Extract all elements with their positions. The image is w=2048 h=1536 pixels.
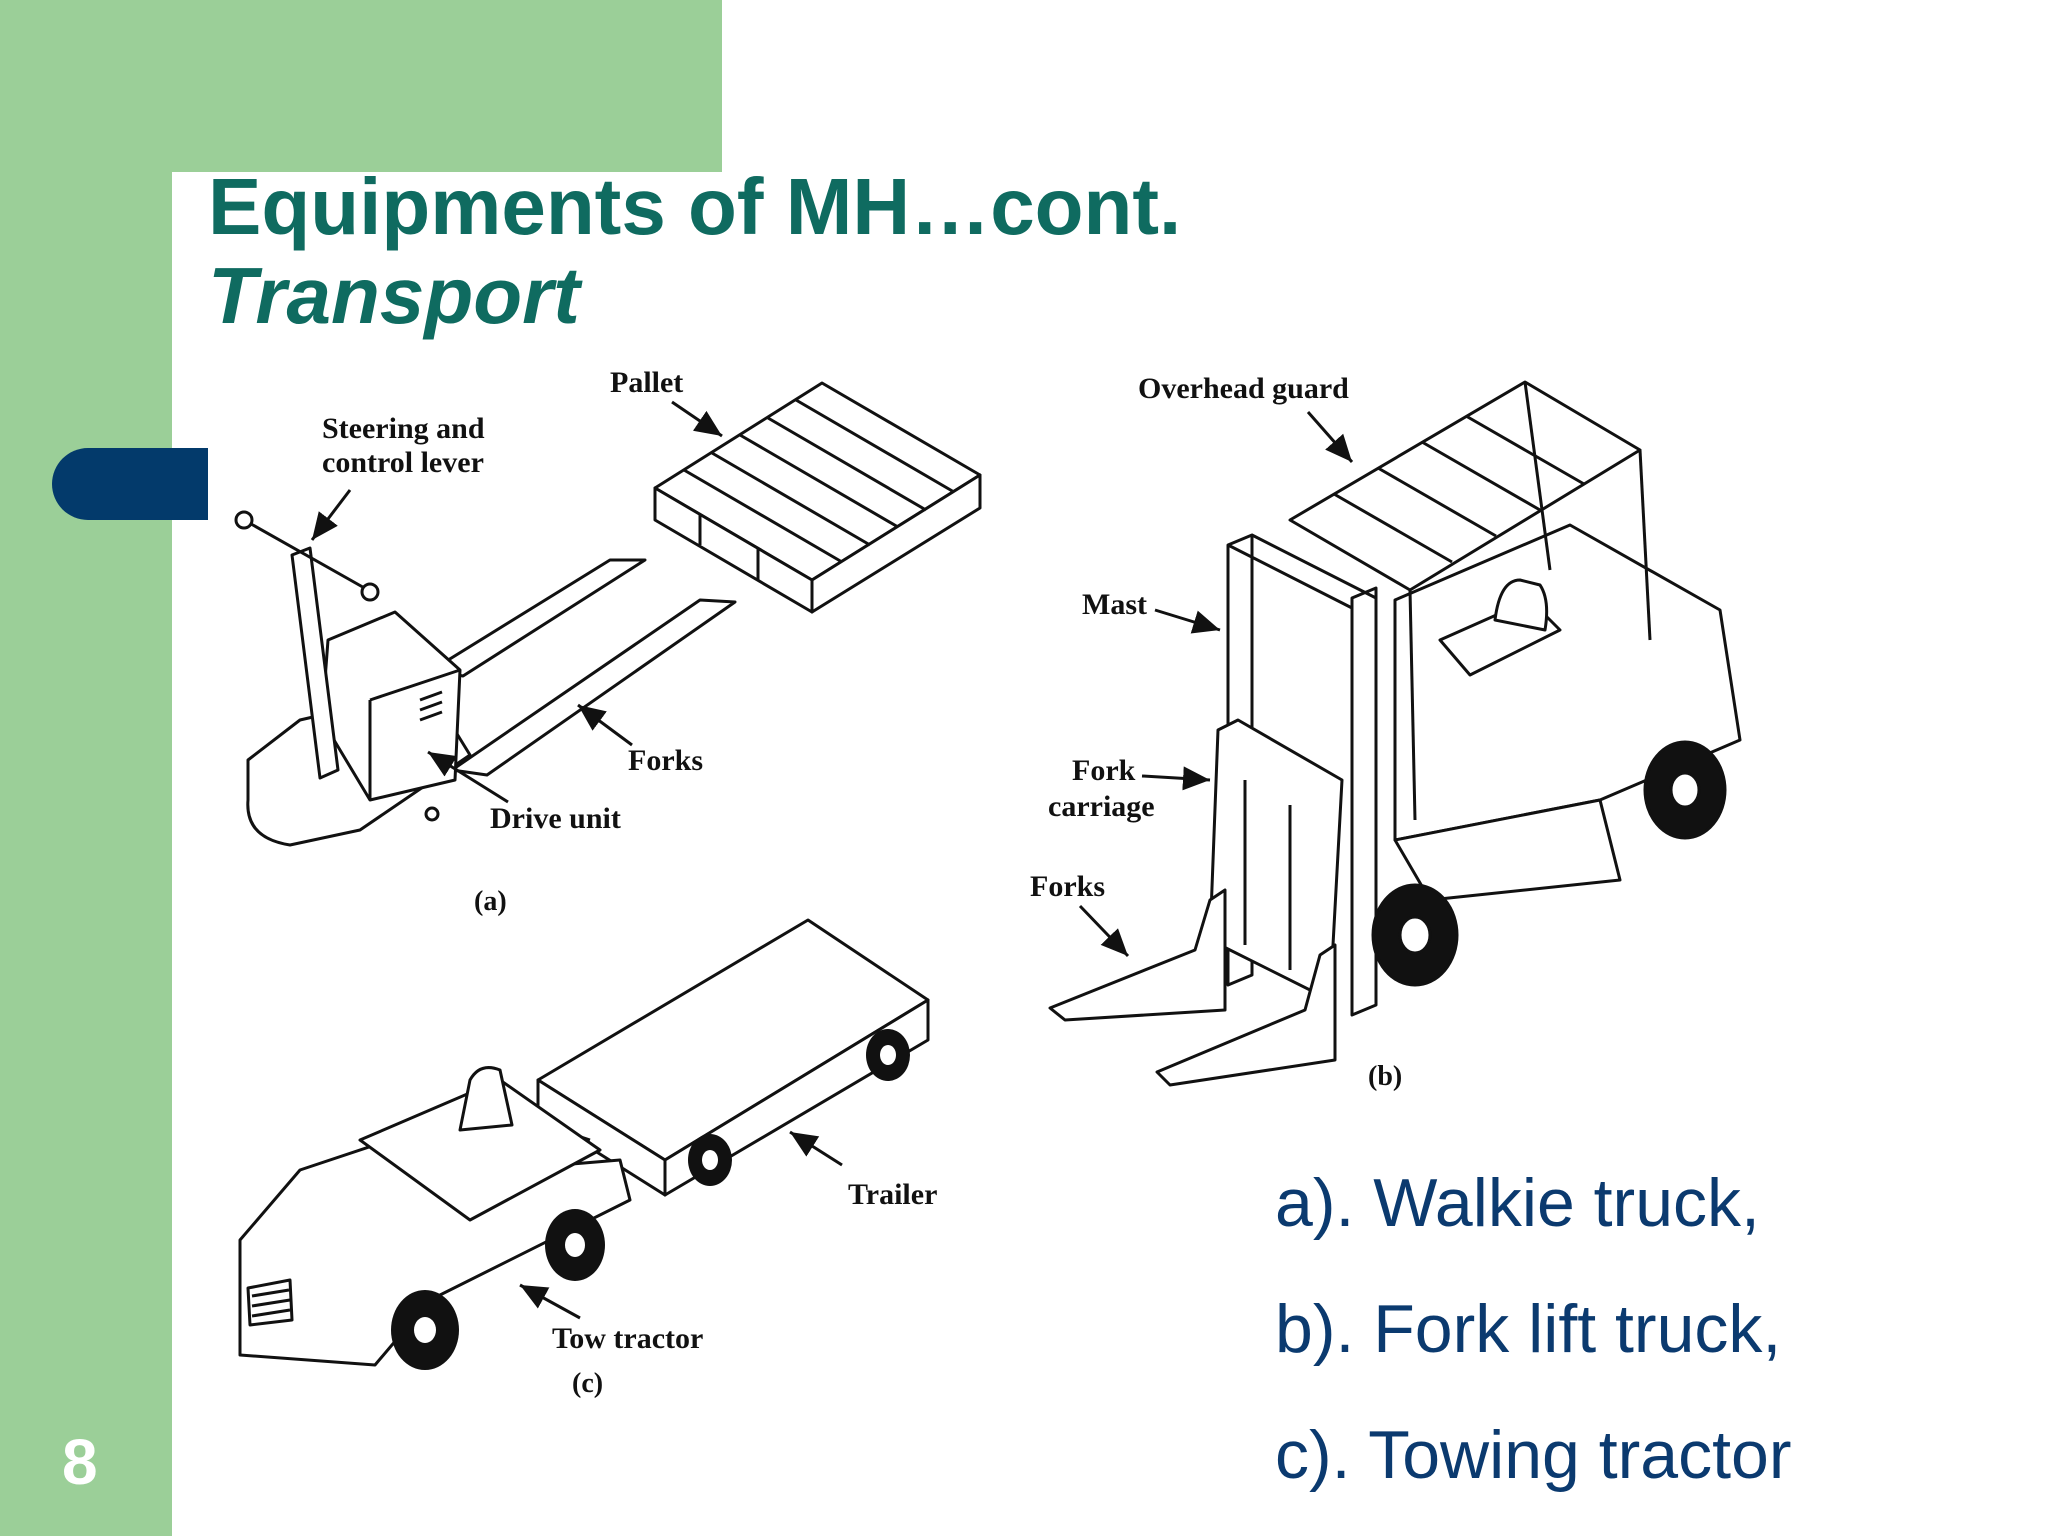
label-trailer: Trailer <box>848 1178 937 1211</box>
slide-number: 8 <box>62 1426 98 1498</box>
label-pallet: Pallet <box>610 366 683 399</box>
caption-c: (c) <box>572 1368 603 1399</box>
label-tow-tractor: Tow tractor <box>552 1322 703 1355</box>
equipment-legend: a). Walkie truck, b). Fork lift truck, c… <box>1275 1140 1791 1518</box>
label-fork-carriage-line2: carriage <box>1048 790 1155 823</box>
tractor-grille-icon <box>246 1278 294 1327</box>
caption-a: (a) <box>474 886 507 917</box>
label-forks-a: Forks <box>628 744 703 777</box>
forklift-drawing <box>1048 380 1742 1087</box>
blue-tab-accent <box>52 448 208 520</box>
label-fork-carriage-line1: Fork <box>1072 754 1136 787</box>
slide-title: Equipments of MH…cont. <box>208 162 1182 251</box>
label-drive-unit: Drive unit <box>490 802 621 835</box>
label-mast: Mast <box>1082 588 1147 621</box>
tow-tractor-drawing <box>238 918 930 1370</box>
legend-item-fork-lift-truck: b). Fork lift truck, <box>1275 1291 1782 1367</box>
drive-vent-icon <box>419 690 443 722</box>
legend-item-towing-tractor: c). Towing tractor <box>1275 1417 1792 1493</box>
diagram-labels: Pallet Steering and control lever Forks … <box>310 366 1402 1399</box>
pallet-drawing <box>653 381 982 614</box>
green-top-band <box>0 0 722 172</box>
label-steering-line1: Steering and <box>322 412 485 445</box>
title-block: Equipments of MH…cont. Transport <box>208 162 1181 340</box>
walkie-truck-drawing <box>234 381 982 847</box>
label-forks-b: Forks <box>1030 870 1105 903</box>
legend-item-walkie-truck: a). Walkie truck, <box>1275 1165 1760 1241</box>
caption-b: (b) <box>1368 1061 1402 1092</box>
slide-subtitle: Transport <box>208 251 580 340</box>
content-panel <box>172 172 2048 1536</box>
green-sidebar-band <box>0 0 172 1536</box>
label-steering-line2: control lever <box>322 446 484 479</box>
label-overhead-guard: Overhead guard <box>1138 372 1349 405</box>
